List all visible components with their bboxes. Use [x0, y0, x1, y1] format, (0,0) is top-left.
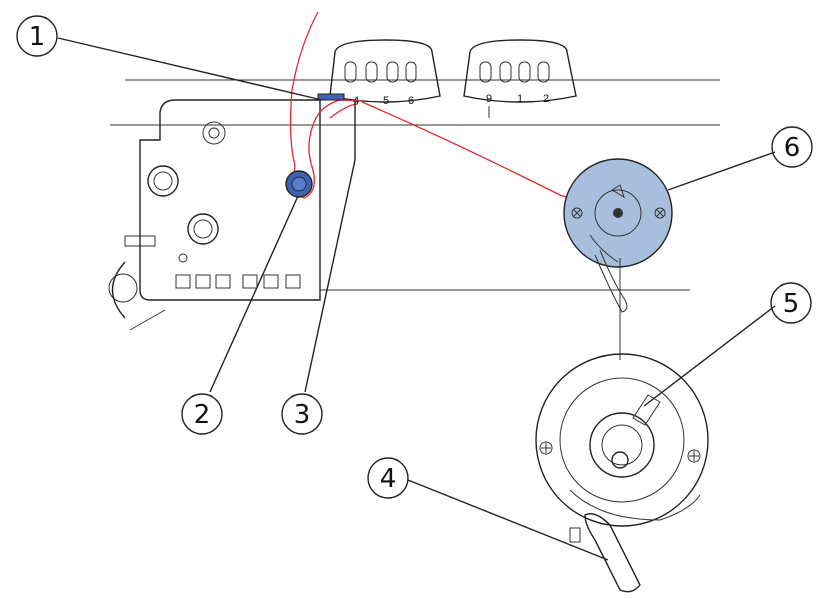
leader-lines [57, 37, 776, 561]
callout-number: 6 [784, 133, 801, 163]
dial-right-number: 9 [486, 93, 492, 105]
bobbin-case-enlarged [563, 158, 673, 360]
stitch-dial-left: 4 5 6 [329, 39, 441, 107]
stitch-dial-right: 9 1 2 [463, 39, 577, 118]
thread-guide [317, 93, 345, 101]
bobbin-case-latch [569, 513, 641, 593]
callout-number: 1 [29, 22, 46, 52]
callout-number: 4 [380, 464, 397, 494]
bobbin-case [535, 353, 709, 527]
dial-right-number: 1 [517, 93, 523, 105]
callout-number: 2 [194, 400, 211, 430]
thread-path [289, 11, 616, 206]
callout-1: 1 [16, 15, 58, 57]
dial-left-number: 5 [383, 95, 389, 107]
dial-right-number: 2 [543, 93, 549, 105]
callout-number: 3 [294, 400, 311, 430]
callout-6: 6 [771, 126, 813, 168]
callout-4: 4 [367, 457, 409, 499]
side-panel [108, 99, 321, 331]
dial-left-number: 6 [408, 95, 414, 107]
tension-disc [285, 170, 313, 198]
callout-2: 2 [181, 393, 223, 435]
callout-3: 3 [281, 393, 323, 435]
callout-5: 5 [770, 282, 812, 324]
callout-number: 5 [783, 289, 800, 319]
